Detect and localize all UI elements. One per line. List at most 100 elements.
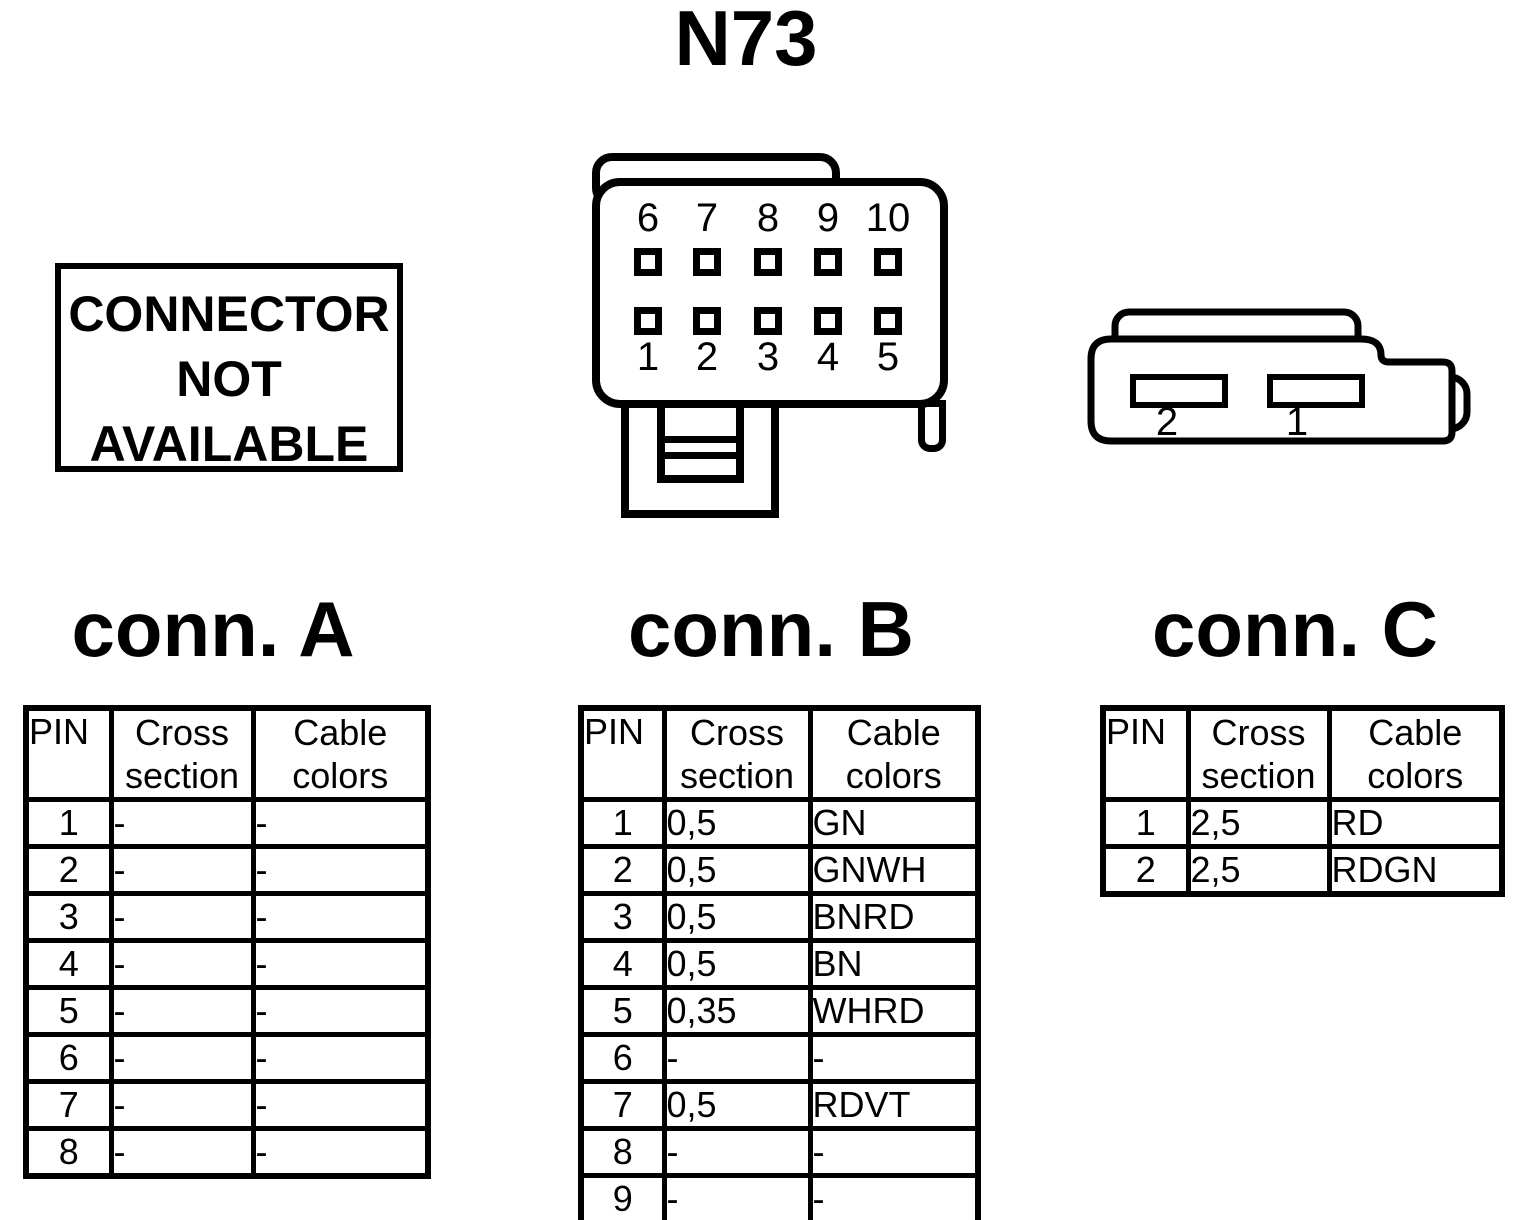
pin-cavity-5 bbox=[874, 307, 902, 335]
connector-not-available-text: CONNECTOR NOT AVAILABLE bbox=[61, 269, 397, 477]
cell-pin: 3 bbox=[578, 891, 667, 943]
cell-colors: - bbox=[250, 1126, 431, 1179]
cell-pin: 1 bbox=[1100, 797, 1191, 849]
cell-cross: 0,5 bbox=[661, 1079, 813, 1131]
cell-colors: GNWH bbox=[807, 844, 981, 896]
cell-cross: 0,5 bbox=[661, 938, 813, 990]
cell-cross: 0,5 bbox=[661, 891, 813, 943]
col-header-cross: Cross section bbox=[1185, 705, 1332, 802]
cell-colors: RDGN bbox=[1326, 844, 1505, 897]
cell-pin: 2 bbox=[1100, 844, 1191, 897]
cell-colors: BN bbox=[807, 938, 981, 990]
cell-colors: RDVT bbox=[807, 1079, 981, 1131]
pin-cavity-3 bbox=[754, 307, 782, 335]
cell-cross: 0,5 bbox=[661, 797, 813, 849]
col-header-cross: Cross section bbox=[661, 705, 813, 802]
pin-label-2: 2 bbox=[695, 335, 719, 379]
lock-tab-rib bbox=[665, 452, 736, 459]
table-header-row: PIN Cross section Cable colors bbox=[578, 705, 981, 802]
pin-label-7: 7 bbox=[695, 196, 719, 240]
pin-label-6: 6 bbox=[636, 196, 660, 240]
table-row: 8-- bbox=[23, 1126, 431, 1179]
cell-colors: - bbox=[807, 1173, 981, 1220]
pin-cavity-1 bbox=[634, 307, 662, 335]
cell-pin: 4 bbox=[578, 938, 667, 990]
cell-colors: - bbox=[807, 1032, 981, 1084]
table-row: 4-- bbox=[23, 938, 431, 990]
heading-conn-b: conn. B bbox=[628, 585, 914, 673]
cell-pin: 2 bbox=[23, 844, 114, 896]
slot-label-2: 2 bbox=[1156, 400, 1178, 444]
table-header-row: PIN Cross section Cable colors bbox=[1100, 705, 1505, 802]
cell-cross: 0,35 bbox=[661, 985, 813, 1037]
cell-pin: 1 bbox=[578, 797, 667, 849]
cell-colors: BNRD bbox=[807, 891, 981, 943]
col-header-pin: PIN bbox=[578, 705, 667, 802]
table-row: 9-- bbox=[578, 1173, 981, 1220]
cell-cross: - bbox=[108, 1126, 256, 1179]
cell-pin: 7 bbox=[578, 1079, 667, 1131]
cell-cross: - bbox=[661, 1126, 813, 1178]
na-line-1: CONNECTOR bbox=[68, 286, 390, 342]
heading-conn-a: conn. A bbox=[71, 585, 355, 673]
pin-cavity-6 bbox=[634, 248, 662, 276]
conn-a-table: PIN Cross section Cable colors 1-- 2-- 3… bbox=[23, 705, 431, 1179]
pin-cavity-8 bbox=[754, 248, 782, 276]
lock-tab-rib bbox=[665, 436, 736, 443]
table-row: 3-- bbox=[23, 891, 431, 943]
table-row: 5-- bbox=[23, 985, 431, 1037]
cell-colors: - bbox=[250, 1079, 431, 1131]
pin-label-4: 4 bbox=[816, 335, 840, 379]
cell-pin: 1 bbox=[23, 797, 114, 849]
cell-colors: - bbox=[250, 985, 431, 1037]
cell-pin: 9 bbox=[578, 1173, 667, 1220]
col-header-pin: PIN bbox=[23, 705, 114, 802]
pin-cavity-9 bbox=[814, 248, 842, 276]
cell-colors: - bbox=[250, 1032, 431, 1084]
col-header-colors: Cable colors bbox=[807, 705, 981, 802]
cell-cross: - bbox=[108, 985, 256, 1037]
cell-pin: 4 bbox=[23, 938, 114, 990]
slot-label-1: 1 bbox=[1286, 400, 1308, 444]
cell-pin: 8 bbox=[578, 1126, 667, 1178]
cell-cross: - bbox=[108, 891, 256, 943]
table-row: 1-- bbox=[23, 797, 431, 849]
cell-cross: 0,5 bbox=[661, 844, 813, 896]
slot-cavity-2 bbox=[1130, 374, 1228, 408]
cell-cross: - bbox=[108, 797, 256, 849]
cell-colors: - bbox=[807, 1126, 981, 1178]
pin-label-10: 10 bbox=[865, 196, 911, 240]
col-header-pin: PIN bbox=[1100, 705, 1191, 802]
cell-pin: 2 bbox=[578, 844, 667, 896]
cell-colors: GN bbox=[807, 797, 981, 849]
na-line-2: NOT bbox=[176, 351, 282, 407]
cell-cross: - bbox=[108, 844, 256, 896]
col-header-colors: Cable colors bbox=[250, 705, 431, 802]
cell-colors: WHRD bbox=[807, 985, 981, 1037]
pin-cavity-7 bbox=[693, 248, 721, 276]
cell-cross: 2,5 bbox=[1185, 797, 1332, 849]
cell-colors: RD bbox=[1326, 797, 1505, 849]
cell-cross: - bbox=[108, 938, 256, 990]
cell-pin: 6 bbox=[578, 1032, 667, 1084]
pin-cavity-4 bbox=[814, 307, 842, 335]
cell-pin: 5 bbox=[578, 985, 667, 1037]
table-header-row: PIN Cross section Cable colors bbox=[23, 705, 431, 802]
heading-conn-c: conn. C bbox=[1152, 585, 1438, 673]
cell-pin: 6 bbox=[23, 1032, 114, 1084]
table-row: 2-- bbox=[23, 844, 431, 896]
pin-label-8: 8 bbox=[756, 196, 780, 240]
pin-cavity-2 bbox=[693, 307, 721, 335]
table-row: 6-- bbox=[578, 1032, 981, 1084]
cell-pin: 8 bbox=[23, 1126, 114, 1179]
